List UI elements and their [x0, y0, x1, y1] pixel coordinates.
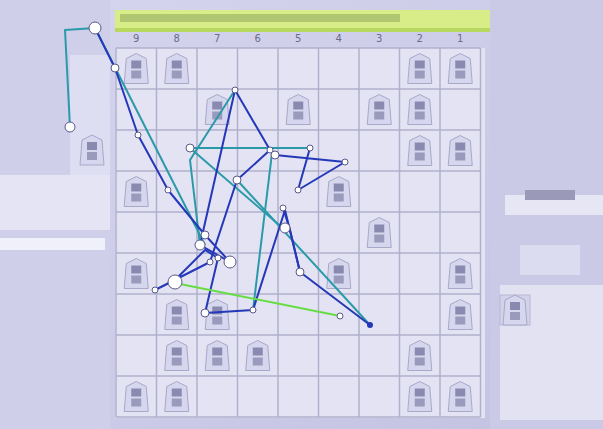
grid-line — [116, 170, 481, 172]
shogi-piece — [205, 341, 229, 371]
shogi-piece — [448, 54, 472, 84]
grid-line — [399, 48, 401, 417]
shogi-piece — [367, 218, 391, 248]
shogi-piece — [327, 177, 351, 207]
grid-line — [116, 129, 481, 131]
grid-line — [115, 48, 117, 417]
column-number: 9 — [126, 33, 146, 44]
shogi-piece — [286, 95, 310, 125]
shogi-piece — [448, 259, 472, 289]
grid-line — [116, 334, 481, 336]
shogi-piece — [80, 135, 104, 165]
grid-line — [116, 88, 481, 90]
shogi-piece — [205, 95, 229, 125]
shogi-piece — [503, 295, 527, 325]
shogi-piece — [327, 259, 351, 289]
grid-line — [480, 48, 482, 417]
column-number: 8 — [167, 33, 187, 44]
shogi-piece — [408, 382, 432, 412]
grid-line — [237, 48, 239, 417]
grid-line — [116, 47, 481, 49]
shogi-piece — [408, 136, 432, 166]
column-number: 6 — [248, 33, 268, 44]
grid-line — [358, 48, 360, 417]
shogi-piece — [124, 259, 148, 289]
shogi-piece — [124, 54, 148, 84]
shogi-piece — [408, 95, 432, 125]
column-number: 2 — [410, 33, 430, 44]
shogi-piece — [367, 95, 391, 125]
grid-line — [156, 48, 158, 417]
shogi-piece — [448, 382, 472, 412]
column-number: 1 — [450, 33, 470, 44]
shogi-piece — [124, 382, 148, 412]
shogi-piece — [448, 136, 472, 166]
shogi-piece — [246, 341, 270, 371]
column-number: 5 — [288, 33, 308, 44]
column-number: 4 — [329, 33, 349, 44]
shogi-piece — [124, 177, 148, 207]
shogi-piece — [165, 382, 189, 412]
shogi-piece — [165, 300, 189, 330]
shogi-piece — [448, 300, 472, 330]
grid-line — [116, 416, 481, 418]
shogi-piece — [408, 54, 432, 84]
column-number: 7 — [207, 33, 227, 44]
grid-line — [116, 293, 481, 295]
grid-line — [116, 211, 481, 213]
column-number: 3 — [369, 33, 389, 44]
grid-line — [439, 48, 441, 417]
shogi-piece — [165, 341, 189, 371]
grid-line — [318, 48, 320, 417]
shogi-piece — [165, 54, 189, 84]
grid-line — [116, 375, 481, 377]
grid-line — [116, 252, 481, 254]
shogi-piece — [408, 341, 432, 371]
